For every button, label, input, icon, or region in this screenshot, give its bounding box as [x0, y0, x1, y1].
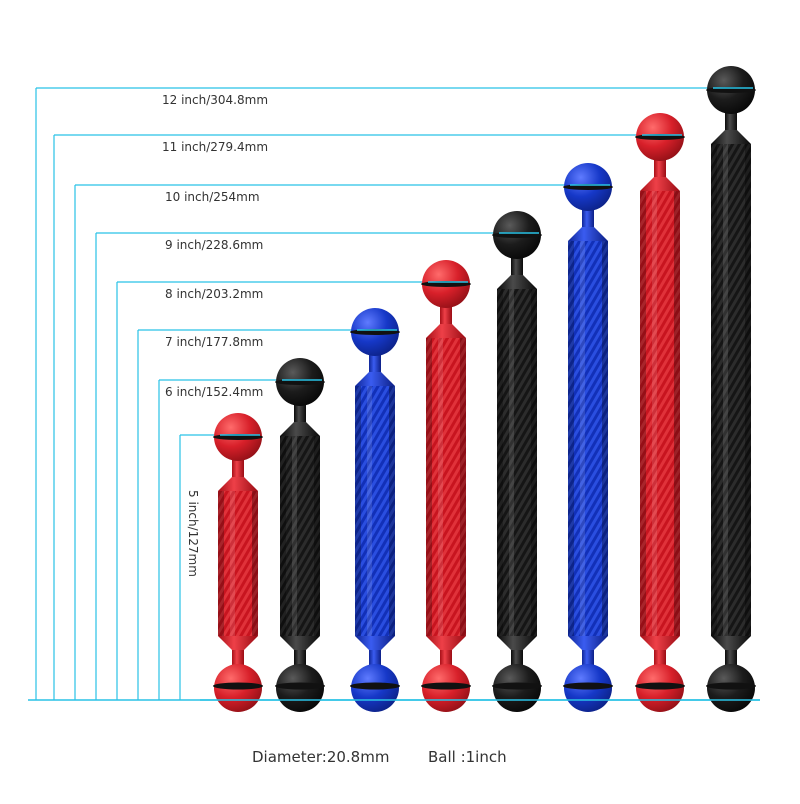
arm-9in	[492, 211, 542, 712]
diameter-spec: Diameter:20.8mm	[252, 748, 390, 766]
arm-6in	[275, 358, 325, 712]
size-label-10in: 10 inch/254mm	[165, 190, 260, 204]
size-label-9in: 9 inch/228.6mm	[165, 238, 264, 252]
size-label-5in: 5 inch/127mm	[186, 490, 200, 577]
size-label-8in: 8 inch/203.2mm	[165, 287, 264, 301]
size-label-7in: 7 inch/177.8mm	[165, 335, 264, 349]
arm-12in	[706, 66, 756, 712]
size-label-6in: 6 inch/152.4mm	[165, 385, 264, 399]
ball-spec: Ball :1inch	[428, 748, 507, 766]
size-label-11in: 11 inch/279.4mm	[162, 140, 269, 154]
arm-10in	[563, 163, 613, 712]
size-label-12in: 12 inch/304.8mm	[162, 93, 269, 107]
arm-7in	[350, 308, 400, 712]
arm-5in	[213, 413, 263, 712]
arm-11in	[635, 113, 685, 712]
arm-8in	[421, 260, 471, 712]
